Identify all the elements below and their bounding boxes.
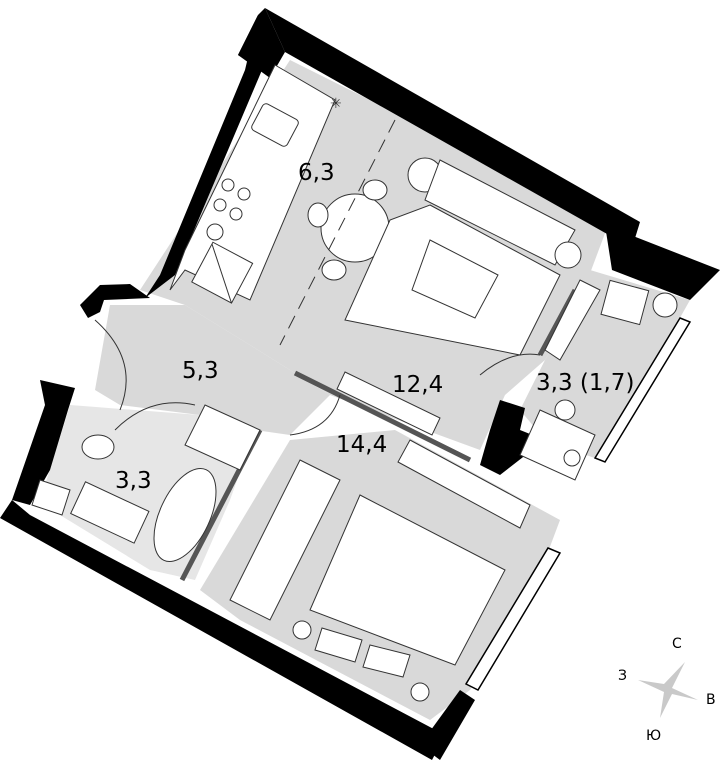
wall-south (0, 500, 445, 760)
compass-west: З (618, 668, 627, 684)
bathtub (153, 467, 217, 563)
desk-lamp (563, 449, 581, 467)
desk-chair (554, 399, 576, 421)
wardrobe (229, 459, 341, 621)
balcony-door-swing (479, 353, 541, 376)
bed (309, 494, 506, 666)
hall-door-swing (114, 402, 196, 431)
toilet (81, 434, 115, 460)
washing-machine (184, 404, 261, 471)
area-labels: 6,3 5,3 12,4 3,3 (1,7) 14,4 3,3 (115, 160, 634, 494)
pillow (362, 644, 411, 678)
window-bedroom (464, 547, 562, 691)
chair (362, 179, 388, 201)
chair (321, 259, 347, 281)
entrance-door-swing (94, 319, 127, 411)
wall-east-bottom (420, 690, 475, 760)
wall-bedroom-living (293, 370, 472, 463)
wall-northwest-top (238, 8, 285, 78)
compass-rose-icon (638, 662, 698, 718)
living-furniture (344, 159, 582, 356)
chair (307, 202, 329, 228)
bedroom-furniture (229, 371, 531, 702)
kitchen-bowl (206, 223, 224, 241)
balcony-furniture (519, 279, 678, 481)
wall-west-lower (12, 380, 75, 505)
hall-floor (95, 305, 330, 435)
bedroom-door-swing (289, 394, 341, 436)
compass-south: Ю (646, 728, 661, 744)
freezer-icon: ✳ (330, 96, 342, 112)
balcony-shelf (544, 279, 601, 361)
stove-burner (229, 207, 243, 221)
sink-counter (70, 481, 150, 544)
kitchen-furniture: ✳ (169, 64, 342, 304)
area-bathroom: 3,3 (115, 468, 152, 494)
walls (0, 8, 720, 760)
wall-west-jog (80, 284, 150, 318)
fridge (191, 241, 254, 304)
windows (464, 317, 692, 691)
balcony-table (652, 292, 678, 318)
stove-burner (237, 187, 251, 201)
fridge-cross (211, 243, 232, 304)
window-balcony (593, 317, 692, 463)
kitchen-sink (251, 103, 299, 147)
tv-stand (336, 371, 441, 436)
shower-tray (31, 479, 71, 516)
sofa (424, 159, 576, 266)
stove-burner (221, 178, 235, 192)
area-balcony: 3,3 (1,7) (536, 370, 634, 396)
wall-north (265, 8, 640, 248)
coffee-table (411, 239, 499, 319)
balcony-chair (600, 279, 650, 326)
wall-core (480, 400, 545, 475)
wall-east-block (605, 225, 720, 300)
compass: С В Ю З (618, 636, 716, 744)
wall-west (145, 15, 262, 298)
bathroom-furniture (31, 404, 261, 563)
side-table (554, 241, 582, 269)
nightstand-lamp (410, 682, 430, 702)
area-living: 12,4 (392, 372, 443, 398)
compass-north: С (672, 636, 682, 652)
pillow (314, 627, 363, 663)
area-bedroom: 14,4 (336, 432, 387, 458)
area-kitchen: 6,3 (298, 160, 335, 186)
compass-east: В (706, 692, 716, 708)
doors (94, 119, 541, 436)
area-hall: 5,3 (182, 358, 219, 384)
nightstand-lamp (292, 620, 312, 640)
dashed-boundary (279, 119, 396, 346)
stove-burner (213, 198, 227, 212)
dresser (397, 439, 531, 529)
